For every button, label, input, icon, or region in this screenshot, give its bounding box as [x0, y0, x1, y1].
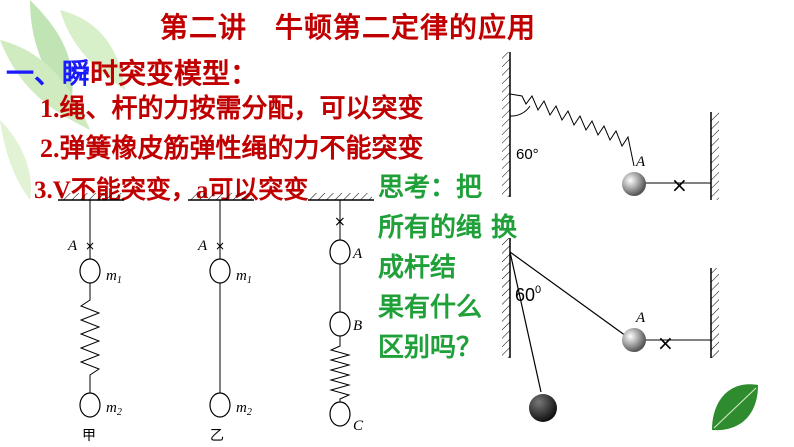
- section-heading: 一、瞬时突变模型：: [6, 52, 258, 92]
- think-question: 思考：把 所有的绳 换 成杆结 果有什么 区别吗？: [378, 168, 518, 368]
- section-separator: 、: [34, 57, 63, 90]
- figure-right-top: 60° × A: [502, 52, 719, 200]
- figure-yi: × A m1 m2 乙: [188, 193, 254, 444]
- right-wall-hatch: [711, 112, 719, 200]
- point-1-number: 1.: [40, 94, 60, 123]
- mass-m2: [79, 392, 101, 418]
- point-1-text: 绳、杆的力按需分配，可以突变: [59, 94, 424, 124]
- label-m1: m1: [106, 268, 122, 286]
- spring: [79, 283, 101, 393]
- label-m2: m2: [236, 400, 252, 418]
- label-b: B: [353, 318, 362, 334]
- angle-label: 600: [515, 284, 541, 305]
- ceiling-hatch: [190, 193, 252, 200]
- left-wall-hatch: [502, 238, 510, 358]
- ceiling-hatch: [310, 193, 372, 200]
- ceiling-hatch: [60, 193, 122, 200]
- label-a: A: [352, 246, 363, 262]
- left-wall-hatch: [502, 52, 510, 197]
- label-c: C: [353, 418, 364, 434]
- label-a: A: [635, 154, 646, 170]
- point-2-number: 2.: [40, 134, 60, 163]
- rope-to-dark-ball: [509, 251, 542, 393]
- label-a: A: [67, 238, 78, 254]
- ball-a: [622, 172, 646, 196]
- page-title: 第二讲牛顿第二定律的应用: [160, 6, 536, 46]
- cross-mark: ×: [334, 214, 346, 230]
- cross-mark: ×: [215, 239, 225, 253]
- label-a: A: [635, 310, 646, 326]
- mass-m1: [79, 258, 101, 284]
- figure-jia: × A m1 m2 甲: [58, 193, 124, 444]
- think-line-4: 果有什么: [378, 293, 483, 323]
- point-2: 2.弹簧橡皮筋弹性绳的力不能突变: [40, 128, 424, 165]
- mass-m1: [209, 258, 231, 284]
- mass-m2: [209, 392, 231, 418]
- section-heading-highlight: 瞬: [62, 57, 91, 90]
- label-m2: m2: [106, 400, 122, 418]
- point-1: 1.绳、杆的力按需分配，可以突变: [40, 88, 424, 125]
- figure-right-bottom: × 600 A: [502, 238, 719, 422]
- spring: [509, 93, 635, 167]
- ball-a: [329, 239, 351, 265]
- think-line-3: 成杆结: [378, 253, 457, 283]
- spring: [329, 336, 351, 402]
- rod-to-ball: [509, 251, 627, 337]
- section-heading-text: 时突变模型：: [90, 57, 259, 90]
- label-a: A: [197, 238, 208, 254]
- ball-a: [622, 328, 646, 352]
- cross-mark: ×: [85, 239, 95, 253]
- think-line-2: 所有的绳 换: [378, 213, 518, 243]
- cross-mark: ×: [657, 331, 674, 355]
- label-m1: m1: [236, 268, 252, 286]
- ball-c: [329, 401, 351, 427]
- dark-ball: [529, 394, 557, 422]
- right-wall-hatch: [711, 268, 719, 358]
- point-2-text: 弹簧橡皮筋弹性绳的力不能突变: [59, 134, 424, 164]
- angle-label: 60°: [516, 146, 539, 163]
- lecture-topic: 牛顿第二定律的应用: [275, 11, 537, 44]
- angle-arc: [509, 105, 531, 117]
- caption-yi: 乙: [210, 428, 224, 444]
- lecture-number: 第二讲: [160, 11, 248, 44]
- ball-b: [329, 311, 351, 337]
- think-line-1: 思考：把: [378, 173, 483, 203]
- figure-abc: × A B C: [308, 193, 374, 434]
- section-number: 一: [6, 57, 35, 90]
- cross-mark: ×: [671, 173, 688, 197]
- think-line-5: 区别吗？: [378, 333, 483, 363]
- caption-jia: 甲: [82, 428, 96, 444]
